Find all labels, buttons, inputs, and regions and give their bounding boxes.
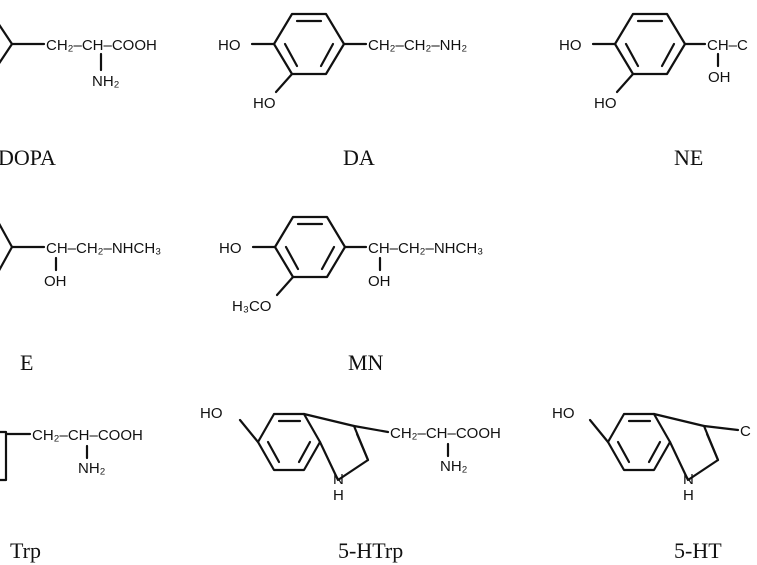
htrp-label: 5-HTrp	[338, 538, 403, 563]
ne-structure: HO HO CH–C OH	[559, 12, 748, 112]
mn-structure: HO H₃CO CH–CH₂–NHCH₃ OH	[219, 215, 483, 315]
htrp-ring-n: N	[333, 471, 344, 488]
dopa-amine: NH₂	[92, 73, 120, 90]
trp-side-chain: CH₂–CH–COOH	[32, 427, 143, 444]
ht-structure: HO N H C	[552, 405, 751, 504]
mn-side-chain: CH–CH₂–NHCH₃	[368, 240, 483, 257]
ne-side-chain: CH–C	[707, 37, 748, 54]
ht-ring-n: N	[683, 471, 694, 488]
dopa-structure: CH₂–CH–COOH NH₂	[0, 24, 157, 90]
da-structure: HO HO CH₂–CH₂–NH₂	[218, 12, 467, 112]
e-side-chain: CH–CH₂–NHCH₃	[46, 240, 161, 257]
ne-hydroxyl: OH	[708, 69, 731, 86]
trp-structure: CH₂–CH–COOH NH₂	[0, 427, 143, 482]
htrp-structure: HO N H CH₂–CH–COOH NH₂	[200, 405, 501, 504]
ht-side-chain: C	[740, 423, 751, 440]
ne-label: NE	[674, 145, 703, 170]
ne-ho-top: HO	[559, 37, 582, 54]
e-structure: CH–CH₂–NHCH₃ OH	[0, 222, 161, 290]
trp-ring-fragment	[0, 430, 8, 482]
htrp-ho: HO	[200, 405, 223, 422]
ht-ring-h: H	[683, 487, 694, 504]
trp-label: Trp	[10, 538, 41, 563]
e-hydroxyl: OH	[44, 273, 67, 290]
ht-label: 5-HT	[674, 538, 722, 563]
mn-hydroxyl: OH	[368, 273, 391, 290]
htrp-ring-h: H	[333, 487, 344, 504]
htrp-amine: NH₂	[440, 458, 468, 475]
mn-methoxy: H₃CO	[232, 298, 271, 315]
da-ho-bottom: HO	[253, 95, 276, 112]
trp-amine: NH₂	[78, 460, 106, 477]
htrp-side-chain: CH₂–CH–COOH	[390, 425, 501, 442]
mn-label: MN	[348, 350, 384, 375]
dopa-side-chain: CH₂–CH–COOH	[46, 37, 157, 54]
dopa-label: DOPA	[0, 145, 56, 170]
mn-ho-top: HO	[219, 240, 242, 257]
da-side-chain: CH₂–CH₂–NH₂	[368, 37, 467, 54]
dopa-ring-fragment	[0, 24, 14, 64]
da-ho-top: HO	[218, 37, 241, 54]
e-ring-fragment	[0, 222, 14, 272]
e-label: E	[20, 350, 33, 375]
ht-ho: HO	[552, 405, 575, 422]
ne-ho-bottom: HO	[594, 95, 617, 112]
da-label: DA	[343, 145, 375, 170]
